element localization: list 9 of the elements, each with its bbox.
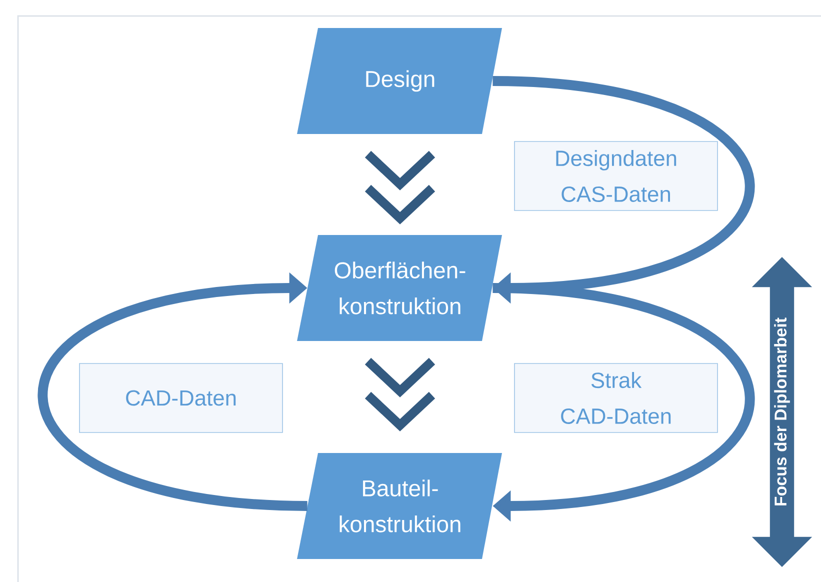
curved-arrow (38, 272, 308, 511)
curved-arrow (492, 76, 754, 304)
curved-arrow (492, 283, 754, 522)
data-box: Designdaten CAS-Daten (514, 141, 718, 211)
process-parallelogram: Oberflächen- konstruktion (297, 234, 502, 341)
process-parallelogram: Bauteil- konstruktion (297, 452, 502, 559)
data-box: CAD-Daten (79, 363, 283, 433)
data-box: Strak CAD-Daten (514, 363, 718, 433)
process-parallelogram: Design (297, 28, 502, 134)
